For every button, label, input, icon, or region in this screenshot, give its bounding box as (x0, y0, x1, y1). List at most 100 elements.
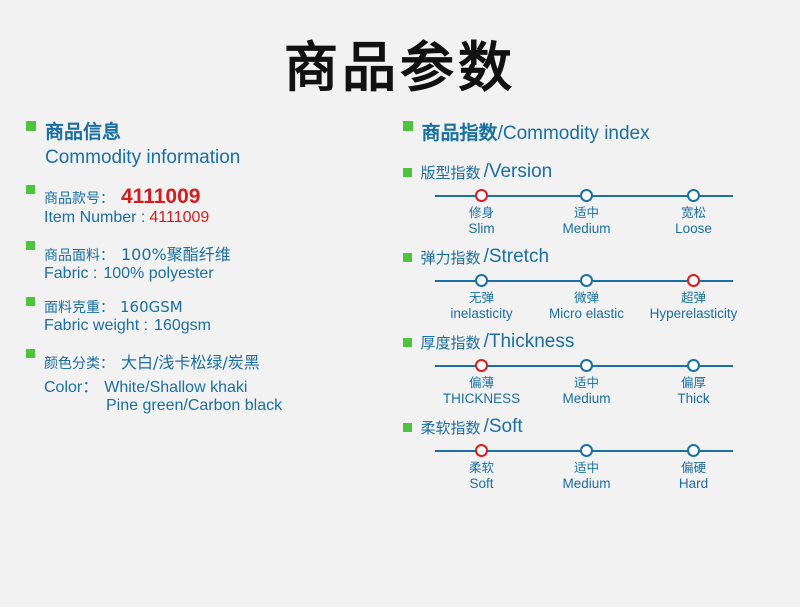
commodity-information-section: 商品信息 Commodity information 商品款号： 4111009… (26, 121, 399, 501)
info-row-item-number: 商品款号： 4111009 Item Number : 4111009 (26, 184, 399, 227)
scale-label-en: Soft (469, 475, 494, 491)
scale-dot-medium[interactable] (579, 189, 593, 203)
scale-label-en: Loose (675, 220, 712, 236)
color-label-en: Color： (44, 378, 99, 396)
scale-label-en: Medium (562, 220, 611, 236)
scale-label-en: Hard (678, 475, 709, 491)
square-bullet-icon (26, 240, 35, 250)
index-block-soft: 柔软指数 /Soft 柔软 Soft 适中 Medium (402, 416, 790, 496)
scale-dot-medium[interactable] (579, 359, 593, 373)
index-block-version: 版型指数 /Version 修身 Slim 适中 Medi (402, 161, 790, 241)
fabric-value-en: 100% polyester (103, 264, 214, 282)
index-thickness-en: /Thickness (483, 331, 575, 353)
index-stretch-en: /Stretch (483, 246, 550, 268)
item-number-label-cn: 商品款号： (44, 190, 114, 207)
scale-label-hard: 偏硬 Hard (679, 460, 708, 493)
index-soft-en: /Soft (483, 416, 523, 438)
scale-label-en: Medium (562, 475, 611, 491)
index-version-cn: 版型指数 (420, 163, 481, 182)
scale-dot-soft[interactable] (474, 444, 488, 458)
scale-label-slim: 修身 Slim (468, 205, 494, 238)
square-bullet-icon (402, 121, 413, 132)
scale-label-cn: 偏硬 (681, 460, 707, 476)
index-block-thickness: 厚度指数 /Thickness 偏薄 THICKNESS 适中 (402, 331, 790, 411)
index-soft-cn: 柔软指数 (420, 418, 481, 437)
scale-label-en: Medium (562, 390, 611, 406)
info-row-fabric: 商品面料： 100%聚酯纤维 Fabric : 100% polyester (26, 240, 399, 283)
scale-label-en: Micro elastic (549, 305, 625, 321)
scale-label-cn: 偏薄 (469, 375, 495, 391)
scale-dot-medium[interactable] (579, 444, 593, 458)
fabric-weight-label-cn: 面料克重： (44, 299, 114, 316)
fabric-label-en: Fabric : (44, 264, 98, 282)
scale-label-en: inelasticity (450, 305, 513, 321)
square-bullet-icon (402, 337, 412, 347)
scale-dot-thin[interactable] (474, 359, 488, 373)
scale-label-thick: 偏厚 Thick (677, 375, 709, 408)
fabric-label-cn: 商品面料： (44, 247, 114, 264)
item-number-value-cn: 4111009 (121, 184, 201, 208)
index-version-en: /Version (483, 161, 553, 183)
index-block-stretch: 弹力指数 /Stretch 无弹 inelasticity 微弹 (402, 246, 790, 326)
commodity-information-heading: 商品信息 Commodity information (26, 121, 399, 170)
color-label-cn: 颜色分类： (44, 355, 114, 372)
scale-dot-thick[interactable] (686, 359, 700, 373)
scale-dot-loose[interactable] (686, 189, 700, 203)
square-bullet-icon (402, 167, 412, 177)
index-soft-scale[interactable] (434, 444, 733, 458)
scale-label-micro-elastic: 微弹 Micro elastic (549, 290, 624, 323)
scale-label-en: THICKNESS (442, 390, 521, 406)
scale-dot-inelasticity[interactable] (474, 274, 488, 288)
scale-dot-micro-elastic[interactable] (579, 274, 593, 288)
index-soft-heading: 柔软指数 /Soft (402, 416, 790, 438)
scale-label-medium: 适中 Medium (563, 460, 611, 493)
fabric-weight-value-cn: 160GSM (120, 297, 183, 316)
scale-label-thin: 偏薄 THICKNESS (443, 375, 520, 408)
color-value-en-line2: Pine green/Carbon black (106, 396, 283, 414)
scale-label-soft: 柔软 Soft (469, 460, 494, 493)
scale-label-loose: 宽松 Loose (675, 205, 712, 238)
heading-en: Commodity information (45, 147, 241, 169)
scale-label-cn: 无弹 (469, 290, 495, 306)
index-stretch-scale[interactable] (434, 274, 733, 288)
square-bullet-icon (26, 121, 36, 132)
scale-label-cn: 偏厚 (681, 375, 707, 391)
content-columns: 商品信息 Commodity information 商品款号： 4111009… (0, 121, 800, 501)
index-version-labels: 修身 Slim 适中 Medium 宽松 Loose (435, 205, 765, 241)
scale-label-cn: 超弹 (681, 290, 707, 306)
index-thickness-scale[interactable] (434, 359, 733, 373)
scale-label-cn: 微弹 (574, 290, 600, 306)
info-row-color: 颜色分类： 大白/浅卡松绿/炭黑 Color： White/Shallow kh… (26, 348, 399, 415)
square-bullet-icon (402, 252, 412, 262)
index-thickness-cn: 厚度指数 (420, 333, 481, 352)
scale-label-cn: 适中 (574, 375, 600, 391)
index-heading-en: /Commodity index (497, 123, 650, 145)
square-bullet-icon (26, 348, 35, 358)
scale-label-cn: 适中 (574, 205, 600, 221)
index-thickness-labels: 偏薄 THICKNESS 适中 Medium 偏厚 Thick (435, 375, 765, 411)
index-soft-labels: 柔软 Soft 适中 Medium 偏硬 Hard (435, 460, 765, 496)
scale-label-cn: 适中 (574, 460, 600, 476)
scale-dot-hard[interactable] (686, 444, 700, 458)
index-version-heading: 版型指数 /Version (402, 161, 790, 183)
index-stretch-cn: 弹力指数 (420, 248, 481, 267)
scale-dot-hyperelasticity[interactable] (686, 274, 700, 288)
scale-dot-slim[interactable] (474, 189, 488, 203)
scale-label-inelasticity: 无弹 inelasticity (450, 290, 512, 323)
square-bullet-icon (26, 296, 35, 306)
scale-label-en: Slim (468, 220, 495, 236)
scale-label-en: Hyperelasticity (649, 305, 738, 321)
index-thickness-heading: 厚度指数 /Thickness (402, 331, 790, 353)
scale-label-hyperelasticity: 超弹 Hyperelasticity (650, 290, 738, 323)
fabric-weight-value-en: 160gsm (154, 316, 211, 334)
index-stretch-heading: 弹力指数 /Stretch (402, 246, 790, 268)
fabric-value-cn: 100%聚酯纤维 (121, 244, 231, 264)
square-bullet-icon (26, 184, 35, 194)
index-version-scale[interactable] (434, 189, 733, 203)
square-bullet-icon (402, 422, 412, 432)
index-heading-cn: 商品指数 (421, 122, 498, 145)
color-value-en: White/Shallow khaki (104, 378, 248, 396)
scale-label-cn: 宽松 (681, 205, 707, 221)
scale-label-medium: 适中 Medium (563, 205, 611, 238)
